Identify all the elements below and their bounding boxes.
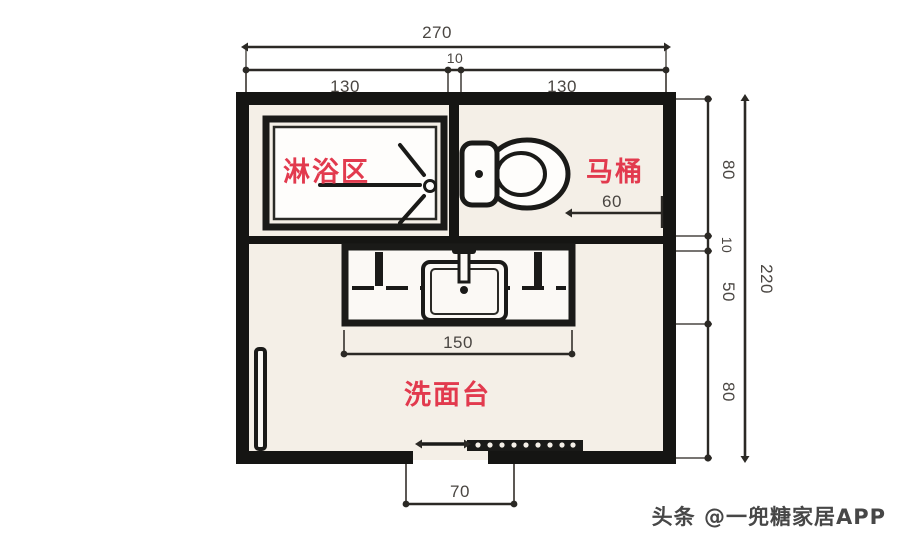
dimension-right-seg2-value: 10: [719, 237, 735, 254]
dimension-right-overall-value: 220: [757, 264, 776, 294]
dimension-right-seg1-value: 80: [719, 160, 738, 180]
zone-label-shower: 淋浴区: [283, 157, 370, 187]
dimension-top-segments: 130 10 130: [242, 50, 670, 96]
basin-drain-icon: [460, 286, 468, 294]
dimension-door-width-value: 70: [450, 482, 470, 501]
floor-drain-icon: [423, 179, 437, 193]
flush-button-icon: [475, 170, 483, 178]
watermark-text: 头条 @一兜糖家居APP: [651, 505, 886, 529]
dimension-toilet-depth-value: 60: [602, 192, 622, 211]
shower-tray: [262, 115, 448, 231]
zone-label-toilet: 马桶: [586, 157, 644, 187]
wall-towel-bar: [254, 347, 267, 451]
dimension-right-seg4-value: 80: [719, 382, 738, 402]
dimension-right-segments: 80 10 50 80: [676, 95, 738, 462]
vanity-counter: [341, 243, 576, 327]
dimension-right-seg3-value: 50: [719, 282, 738, 302]
toilet-fixture: [459, 137, 571, 211]
dimension-top-right-value: 130: [547, 77, 577, 96]
dimension-vanity-width: 150: [340, 330, 576, 358]
dimension-door-width: 70: [402, 464, 518, 508]
zone-label-vanity: 洗面台: [404, 379, 491, 410]
dimension-vanity-width-value: 150: [443, 333, 473, 352]
dimension-top-overall-value: 270: [422, 23, 452, 42]
basin-faucet: [457, 250, 471, 284]
interior-partitions: [243, 100, 670, 245]
room-walls: [236, 92, 676, 464]
dimension-toilet-depth: 60: [565, 192, 664, 228]
dimension-right-overall: 220: [740, 94, 776, 463]
sliding-door-panel: [415, 439, 583, 451]
dimension-top-middle-value: 10: [447, 50, 464, 66]
dimension-top-left-value: 130: [330, 77, 360, 96]
